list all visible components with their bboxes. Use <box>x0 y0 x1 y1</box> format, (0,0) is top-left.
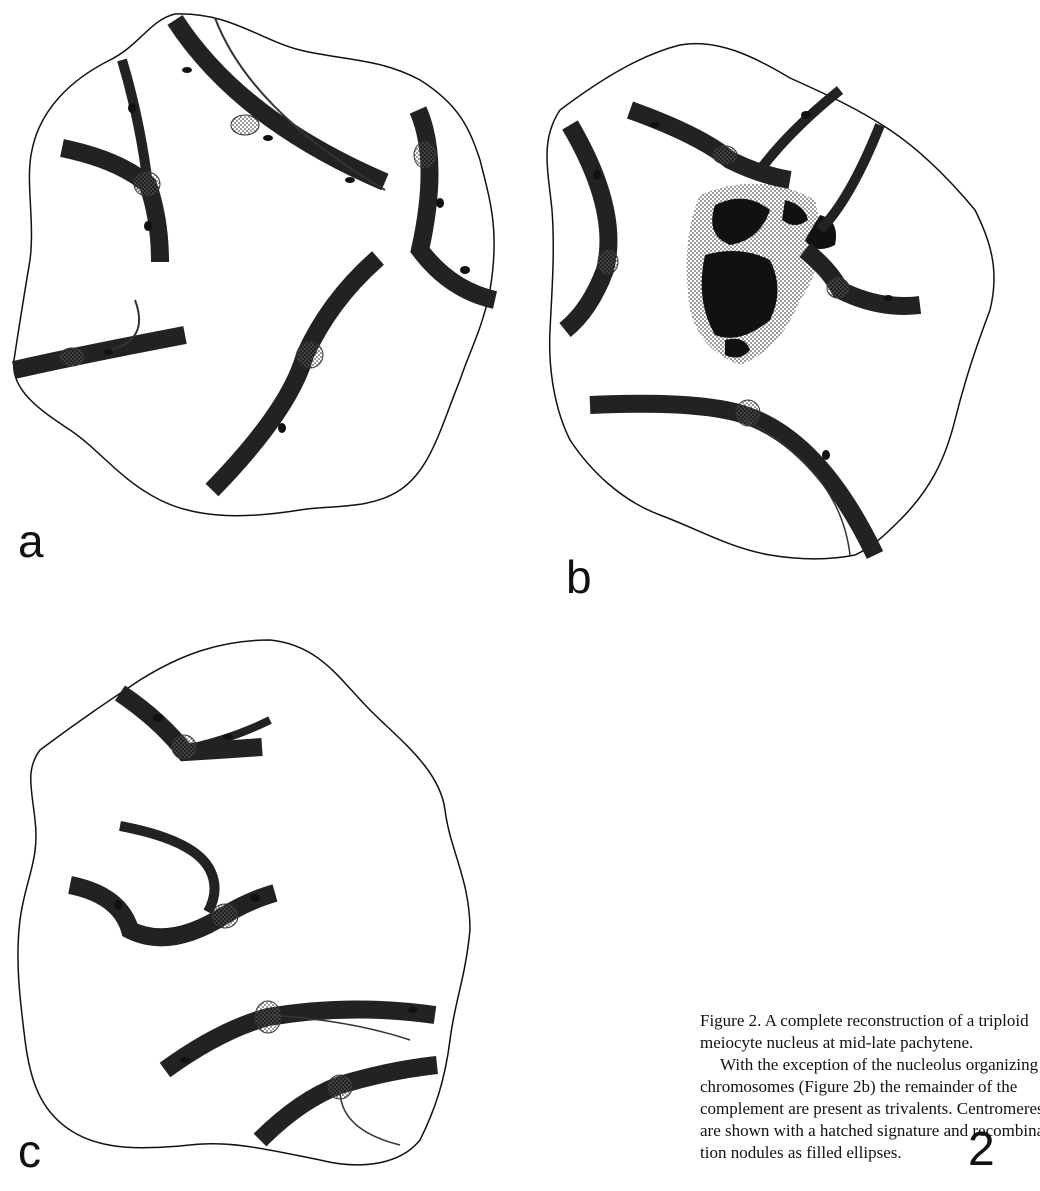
trivalent-c4 <box>260 1065 437 1145</box>
caption-line: are shown with a hatched signature and r… <box>700 1120 1040 1142</box>
trivalent-b2 <box>630 90 840 180</box>
trivalent-a2 <box>62 60 160 262</box>
recombination-nodule <box>650 122 660 128</box>
trivalent-b1 <box>565 125 618 330</box>
centromere <box>297 342 323 368</box>
centromere <box>231 115 259 135</box>
caption-line: complement are present as trivalents. Ce… <box>700 1098 1040 1120</box>
trivalent-a3 <box>414 110 495 300</box>
recombination-nodule <box>460 266 470 274</box>
centromere <box>328 1075 352 1099</box>
recombination-nodule <box>223 734 233 740</box>
recombination-nodule <box>128 103 136 113</box>
centromere <box>172 735 196 759</box>
recombination-nodule <box>883 295 893 301</box>
trivalent-c3 <box>165 1001 435 1070</box>
caption-line: tion nodules as filled ellipses. <box>700 1142 1040 1164</box>
centromere <box>414 142 436 168</box>
nucleolus-organizing-chromosome <box>805 125 920 306</box>
recombination-nodule <box>278 423 286 433</box>
trivalent-c2 <box>70 826 275 937</box>
recombination-nodule <box>801 111 811 119</box>
recombination-nodule <box>153 714 163 722</box>
trivalent-a4 <box>14 300 185 370</box>
caption-line: meiocyte nucleus at mid-late pachytene. <box>700 1032 1040 1054</box>
panel-label-a: a <box>18 518 44 564</box>
panel-c <box>18 640 470 1165</box>
recombination-nodule <box>408 1007 418 1013</box>
centromere <box>736 400 760 426</box>
recombination-nodule <box>250 894 260 902</box>
centromere <box>134 172 160 196</box>
panel-label-c: c <box>18 1128 41 1174</box>
recombination-nodule <box>263 135 273 141</box>
caption-line: With the exception of the nucleolus orga… <box>700 1054 1040 1076</box>
recombination-nodule <box>822 450 830 460</box>
trivalent-a5 <box>212 258 378 490</box>
recombination-nodule <box>182 67 192 73</box>
recombination-nodule <box>180 1057 190 1063</box>
caption-line: chromosomes (Figure 2b) the remainder of… <box>700 1076 1040 1098</box>
trivalent-b3 <box>590 400 875 555</box>
recombination-nodule <box>436 198 444 208</box>
centromere <box>255 1001 281 1033</box>
trivalent-c1 <box>120 693 270 759</box>
centromere <box>598 250 618 274</box>
centromere <box>212 904 238 928</box>
centromere <box>713 146 737 164</box>
centromere <box>827 278 849 298</box>
panel-label-b: b <box>566 554 592 600</box>
figure-caption: Figure 2. A complete reconstruction of a… <box>700 1010 1040 1164</box>
recombination-nodule <box>144 221 152 231</box>
panel-b <box>547 44 994 559</box>
recombination-nodule <box>103 349 113 355</box>
panel-a <box>14 14 495 516</box>
recombination-nodule <box>114 900 122 910</box>
recombination-nodule <box>345 177 355 183</box>
nucleolus <box>687 184 836 365</box>
caption-line: Figure 2. A complete reconstruction of a… <box>700 1010 1040 1032</box>
centromere <box>60 348 84 366</box>
recombination-nodule <box>593 170 601 180</box>
